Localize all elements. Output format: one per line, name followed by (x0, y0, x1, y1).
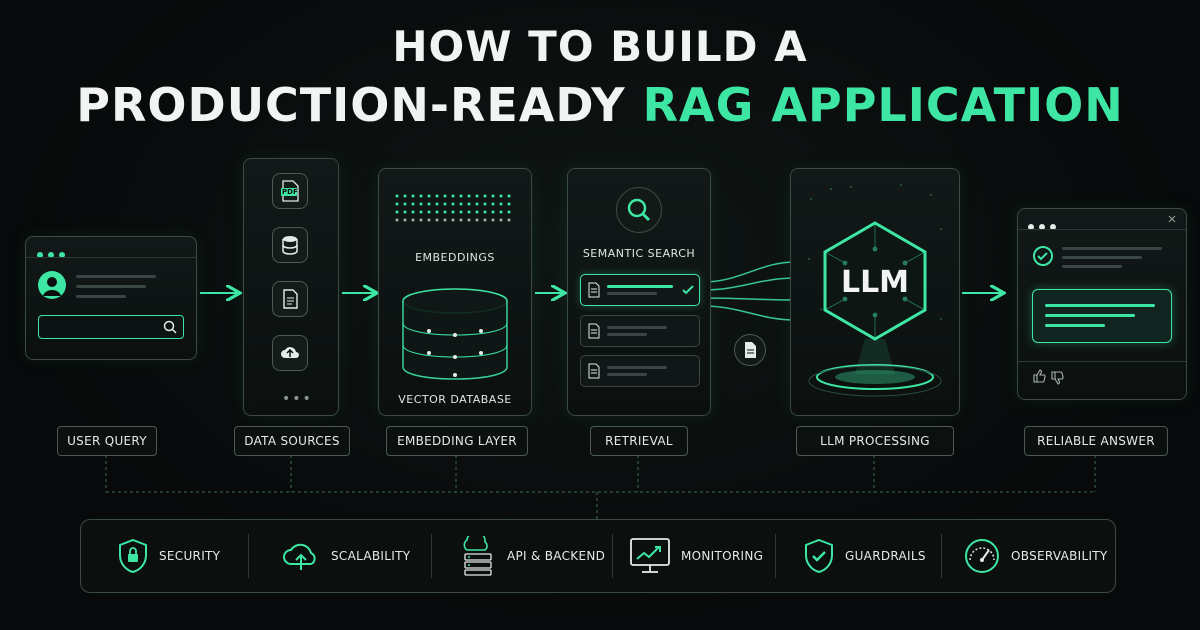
window-dots (37, 243, 70, 262)
flow-line-1 (702, 261, 796, 283)
result-row-1[interactable] (580, 274, 700, 306)
result-row-2[interactable] (580, 315, 700, 347)
monitor-chart-icon (630, 538, 670, 573)
pdf-icon: PDF (272, 173, 308, 209)
feature-guardrails: GUARDRAILS (803, 520, 926, 592)
feature-label: API & BACKEND (507, 549, 606, 563)
llm-text: LLM (840, 265, 910, 300)
thumbs-up-icon[interactable] (1032, 369, 1046, 383)
feature-label: OBSERVABILITY (1011, 549, 1108, 563)
gauge-icon (965, 539, 999, 573)
embeddings-label: EMBEDDINGS (415, 251, 495, 264)
vector-database-label: VECTOR DATABASE (398, 393, 512, 406)
answer-box (1032, 289, 1172, 343)
title-line-2: PRODUCTION-READY RAG APPLICATION (0, 78, 1200, 132)
thumbs-down-icon[interactable] (1050, 371, 1064, 385)
check-circle-icon (1033, 246, 1053, 266)
feature-security: SECURITY (117, 520, 220, 592)
stage-label-retrieval: RETRIEVAL (590, 426, 688, 456)
feature-api-backend: API & BACKEND (457, 520, 605, 592)
retrieval-card: SEMANTIC SEARCH (567, 168, 711, 416)
flow-line-4 (702, 305, 796, 321)
feature-scalability: SCALABILITY (281, 520, 410, 592)
features-bar: SECURITY SCALABILITY API & BACKEND MONIT… (80, 519, 1116, 593)
close-icon[interactable] (1168, 215, 1176, 223)
shield-check-icon (805, 538, 833, 574)
result-row-3[interactable] (580, 355, 700, 387)
shield-lock-icon (119, 538, 147, 574)
user-avatar-icon (38, 271, 66, 299)
llm-hexagon (808, 184, 942, 397)
vector-database-icon (402, 288, 508, 380)
feature-label: SECURITY (159, 549, 221, 563)
stage-label-llm-processing: LLM PROCESSING (796, 426, 954, 456)
server-cloud-icon (463, 536, 492, 576)
data-sources-card: PDF ••• (243, 158, 339, 416)
cloud-upload-icon (283, 543, 316, 570)
more-dots: ••• (282, 391, 313, 407)
embedding-matrix (395, 194, 511, 222)
answer-card (1017, 208, 1187, 400)
feature-label: SCALABILITY (331, 549, 411, 563)
feature-label: GUARDRAILS (845, 549, 926, 563)
pdf-label: PDF (282, 188, 298, 196)
document-icon (272, 281, 308, 317)
title-line-1: HOW TO BUILD A (392, 22, 808, 71)
check-icon (682, 285, 694, 295)
search-icon (163, 320, 177, 334)
stage-label-data-sources: DATA SOURCES (234, 426, 350, 456)
stage-label-reliable-answer: RELIABLE ANSWER (1024, 426, 1168, 456)
flow-line-2 (702, 277, 796, 291)
context-document-icon (734, 334, 766, 366)
title-prefix: PRODUCTION-READY (76, 78, 626, 132)
feature-monitoring: MONITORING (629, 520, 763, 592)
user-query-card (25, 236, 197, 360)
stage-label-embedding-layer: EMBEDDING LAYER (386, 426, 528, 456)
database-icon (272, 227, 308, 263)
answer-window-dots (1028, 215, 1061, 234)
flow-line-3 (702, 297, 796, 301)
feature-observability: OBSERVABILITY (963, 520, 1108, 592)
search-input[interactable] (38, 315, 184, 339)
semantic-search-label: SEMANTIC SEARCH (582, 247, 696, 260)
cloud-upload-icon (272, 335, 308, 371)
llm-card: LLM (790, 168, 960, 416)
stage-label-user-query: USER QUERY (57, 426, 157, 456)
magnifier-icon (616, 187, 662, 233)
feature-label: MONITORING (681, 549, 764, 563)
embedding-card: EMBEDDINGS VECTOR DATABASE (378, 168, 532, 416)
title-accent: RAG APPLICATION (642, 78, 1124, 132)
